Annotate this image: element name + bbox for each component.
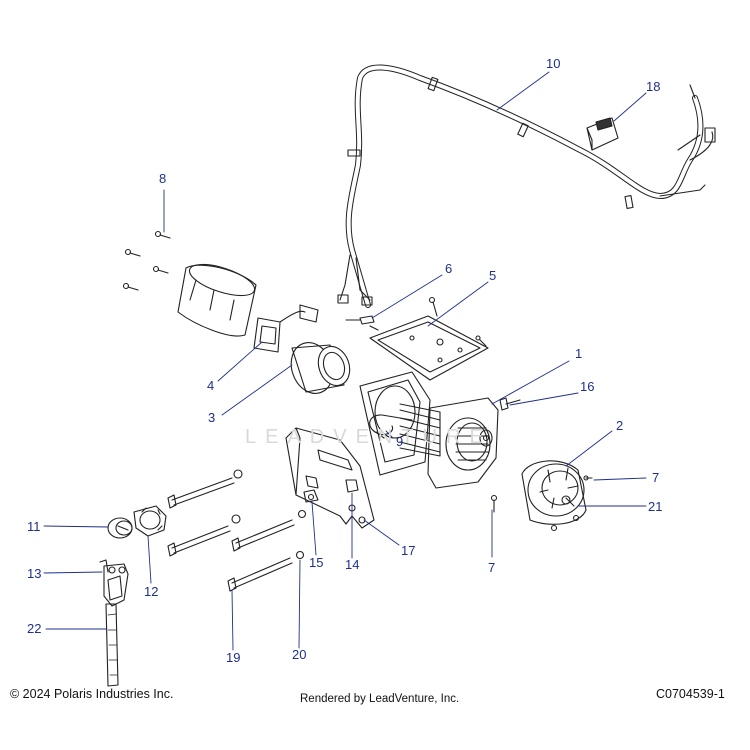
wire-harness-part-10	[337, 64, 716, 308]
callout-7-bottom[interactable]: 7	[488, 560, 496, 575]
callout-9[interactable]: 9	[396, 434, 404, 449]
callout-19[interactable]: 19	[226, 650, 241, 665]
callout-11[interactable]: 11	[27, 519, 41, 534]
switch-part-18	[586, 117, 619, 151]
nut-part-15	[303, 489, 319, 503]
watermark-text: LEADVENTURE	[245, 426, 492, 448]
callout-1[interactable]: 1	[575, 346, 583, 361]
callout-12[interactable]: 12	[144, 584, 159, 599]
strap-part-22	[105, 603, 119, 687]
callout-4[interactable]: 4	[207, 378, 215, 393]
nut-part-14	[345, 479, 359, 493]
knob-part-12	[133, 505, 167, 537]
callout-20[interactable]: 20	[292, 647, 307, 662]
callout-18[interactable]: 18	[646, 79, 661, 94]
mount-plate-part-5	[369, 296, 489, 381]
gear-housing-part-2	[521, 460, 593, 532]
callout-22[interactable]: 22	[27, 621, 42, 636]
callout-17[interactable]: 17	[401, 543, 416, 558]
callout-8[interactable]: 8	[159, 171, 167, 186]
callout-2[interactable]: 2	[616, 418, 624, 433]
rendered-by-text: Rendered by LeadVenture, Inc.	[300, 693, 460, 705]
callout-7-right[interactable]: 7	[652, 470, 660, 485]
callout-10[interactable]: 10	[546, 56, 561, 71]
copyright-text: © 2024 Polaris Industries Inc.	[10, 687, 174, 701]
callout-14[interactable]: 14	[345, 557, 360, 572]
bolt-part-16	[499, 397, 521, 411]
callout-15[interactable]: 15	[309, 555, 324, 570]
screw-part-7	[490, 494, 498, 513]
callout-13[interactable]: 13	[27, 566, 42, 581]
callout-3[interactable]: 3	[208, 410, 216, 425]
hook-part-13	[99, 559, 129, 607]
callout-5[interactable]: 5	[489, 268, 497, 283]
callout-21[interactable]: 21	[648, 499, 663, 514]
diagram-code: C0704539-1	[656, 687, 725, 701]
callout-16[interactable]: 16	[580, 379, 595, 394]
screws-part-8	[122, 230, 171, 291]
long-bolts	[167, 469, 307, 592]
solenoid-part-4	[253, 304, 319, 353]
callout-leader-lines	[43, 71, 647, 651]
connector-part-6	[345, 315, 379, 331]
roller-guide-part-11	[107, 517, 133, 539]
cable-part-9	[369, 414, 413, 439]
winch-assembly-part-1	[359, 371, 499, 489]
motor-part-3	[290, 342, 351, 394]
callout-6[interactable]: 6	[445, 261, 453, 276]
motor-housing	[177, 263, 257, 337]
bracket-part-17	[285, 427, 375, 529]
